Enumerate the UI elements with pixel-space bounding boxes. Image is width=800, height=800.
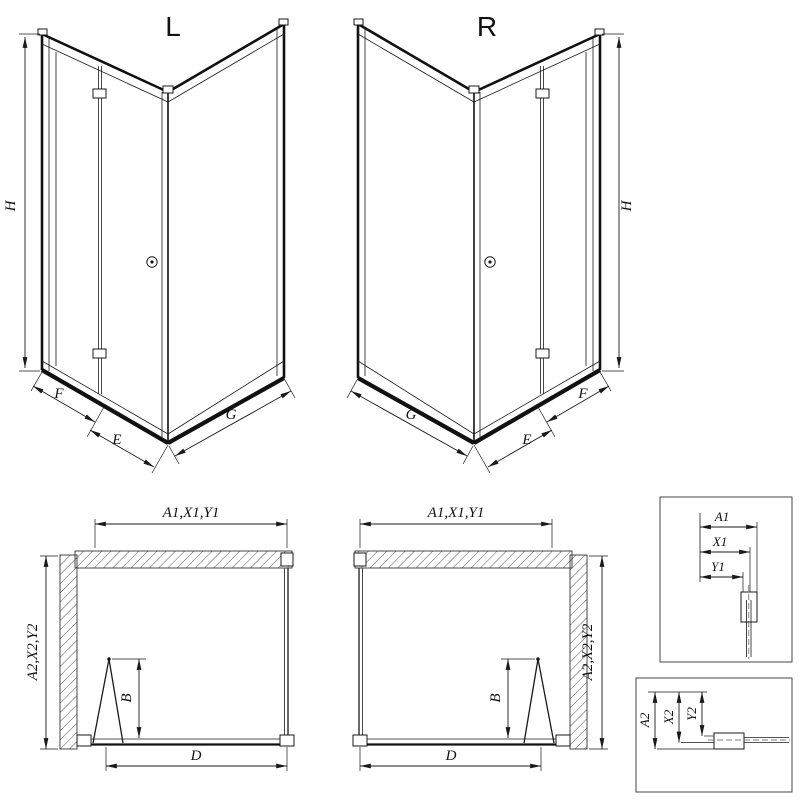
door-hinge-profile — [76, 734, 92, 747]
wall-hatch-top — [74, 550, 293, 569]
dim-g-right: G — [346, 379, 474, 465]
dim-depth-plan-left: A2,X2,Y2 — [25, 555, 58, 750]
corner-cap — [162, 85, 174, 94]
door-panel-folded-2 — [523, 658, 539, 744]
detail-dim-x2: X2 — [661, 709, 676, 725]
glass-panel-side-right — [357, 22, 475, 445]
plan-view-right: A1,X1,Y1 A2,X2,Y2 B D — [352, 505, 608, 771]
wall-hatch-right — [569, 554, 588, 750]
variant-label-right: R — [477, 11, 497, 42]
dim-label-depth-plan-right: A2,X2,Y2 — [580, 623, 596, 681]
door-hinge-profile — [555, 734, 571, 747]
wall-bracket — [280, 552, 294, 567]
top-bar-door-side — [473, 32, 601, 94]
profile-cap — [278, 18, 289, 26]
detail-width-adjustment: A1 X1 Y1 — [659, 496, 793, 663]
dim-e-right: E — [473, 429, 553, 474]
corner-cap — [468, 85, 480, 94]
profile-cap — [353, 18, 364, 26]
detail-frame — [635, 677, 793, 793]
variant-label-left: L — [165, 11, 181, 42]
wall-bracket — [353, 552, 367, 567]
hinge-bottom-icon — [92, 348, 107, 359]
dim-e-left: E — [89, 429, 169, 474]
hinge-bottom-icon — [535, 348, 550, 359]
profile-cap — [594, 28, 605, 36]
dim-label-fold-plan-right: B — [488, 693, 504, 702]
dim-depth-plan-right: A2,X2,Y2 — [580, 555, 608, 750]
dim-fold-plan-right: B — [488, 658, 535, 738]
wall-profile-section — [713, 732, 745, 750]
dim-label-f-right: F — [577, 386, 588, 402]
dim-f-right: F — [537, 371, 612, 438]
detail-dim-x1: X1 — [712, 534, 727, 549]
detail-dim-a2: A2 — [637, 712, 652, 728]
wall-hatch-left — [59, 554, 78, 750]
fold-pivot — [107, 657, 111, 661]
hinge-top-icon — [535, 88, 550, 99]
dim-label-height-left: H — [3, 199, 19, 212]
detail-dim-y1: Y1 — [711, 559, 725, 574]
dim-fold-plan-left: B — [112, 658, 146, 738]
dim-height-right: H — [602, 33, 635, 372]
dim-label-g-right: G — [406, 407, 417, 423]
dim-label-entry-plan-right: D — [445, 748, 457, 764]
dim-width-plan-left: A1,X1,Y1 — [94, 505, 288, 548]
dim-height-left: H — [3, 33, 40, 372]
dim-entry-plan-left: D — [105, 747, 288, 771]
tray-edge-front — [472, 368, 602, 445]
top-bar-door-side — [41, 32, 169, 94]
view-3d-right: R H — [346, 11, 635, 474]
dim-label-depth-plan-left: A2,X2,Y2 — [25, 623, 41, 681]
door-panel-folded-2 — [108, 658, 124, 744]
hinge-top-icon — [92, 88, 107, 99]
profile-cap — [37, 28, 48, 36]
detail-dim-a1: A1 — [714, 509, 729, 524]
corner-post — [279, 734, 295, 747]
dim-label-g-left: G — [226, 407, 237, 423]
corner-post — [352, 734, 368, 747]
door-panel-folded-1 — [92, 658, 110, 744]
dim-label-entry-plan-left: D — [190, 748, 202, 764]
detail-depth-adjustment: A2 X2 Y2 — [635, 677, 793, 793]
dim-label-f-left: F — [53, 386, 64, 402]
tray-edge-front — [40, 368, 170, 445]
dim-label-height-right: H — [619, 199, 635, 212]
dim-label-width-plan-right: A1,X1,Y1 — [427, 505, 485, 521]
wall-hatch-top — [354, 550, 573, 569]
dim-width-plan-right: A1,X1,Y1 — [359, 505, 553, 548]
dim-entry-plan-right: D — [359, 747, 542, 771]
dim-f-left: F — [30, 371, 105, 438]
dim-label-fold-plan-left: B — [119, 693, 135, 702]
dim-label-e-right: E — [521, 432, 531, 448]
dim-label-width-plan-left: A1,X1,Y1 — [162, 505, 220, 521]
top-bar-fixed-side — [167, 22, 285, 94]
fold-pivot — [536, 657, 540, 661]
glass-panel-side-left — [167, 22, 285, 445]
detail-dim-y2: Y2 — [684, 707, 699, 721]
door-panel-folded-1 — [537, 658, 555, 744]
top-bar-fixed-side — [357, 22, 475, 94]
detail-frame — [659, 496, 793, 663]
view-3d-left: L — [3, 11, 296, 474]
dim-g-left: G — [168, 379, 296, 465]
dim-label-e-left: E — [111, 432, 121, 448]
plan-view-left: A1,X1,Y1 A2,X2,Y2 B D — [25, 505, 295, 771]
